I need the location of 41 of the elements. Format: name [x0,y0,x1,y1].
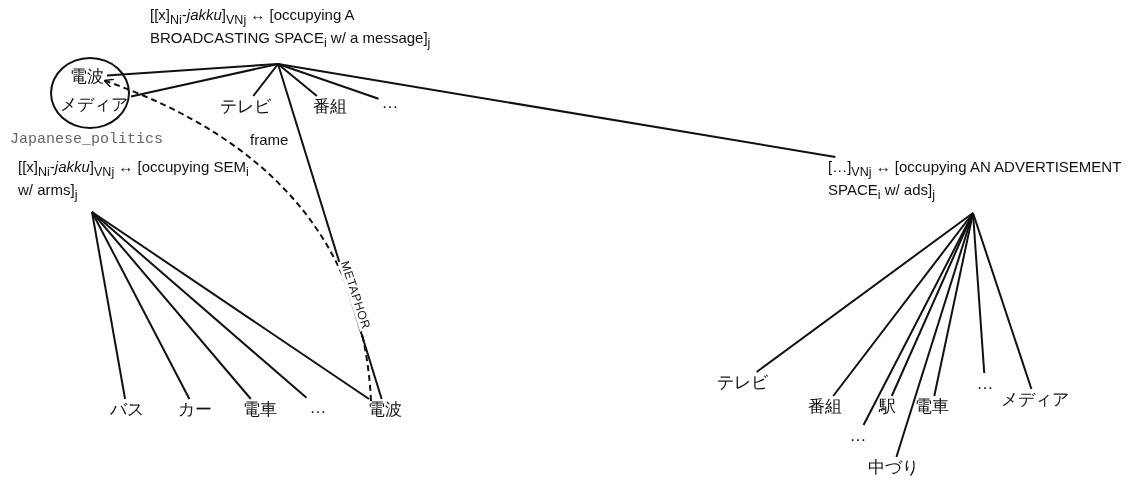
circle [50,57,130,129]
tree-line [972,212,986,374]
tree-line [972,212,1033,390]
tree-line [277,63,837,158]
dashed-arrow [103,78,372,402]
word-label: カー [178,400,212,420]
word-label: 番組 [808,397,842,417]
tree-line [895,212,974,458]
word-label: テレビ [219,97,271,117]
tree-line [91,211,308,399]
word-label: バス [110,400,144,420]
frame-label: frame [250,131,289,148]
tree-line [755,212,974,373]
construction-text: [[x]$_{Ni}$-jakku]$_{VNj}$ ↔ [occupying A BROADCASTING SPACE$_{i}$ w/ a message]$_{j}$ [150,6,455,52]
word-label: テレビ [716,373,768,393]
construction-text: [[x]$_{Ni}$-jakku]$_{VNj}$ ↔ [occupying SEM$_{i}$ w/ arms]$_{j}$ [18,158,263,204]
word-label: … [849,426,867,446]
word-label: … [976,374,994,394]
tree-line [91,211,252,400]
word-label: 電車 [915,397,949,417]
tree-line [130,63,279,98]
tree-line [277,63,318,97]
word-label: … [309,398,327,418]
word-label: 電車 [243,400,277,420]
tree-line [91,211,371,400]
word-label: 番組 [313,97,347,117]
frame-name: Japanese_politics [10,131,164,148]
word-label: 駅 [878,397,896,417]
word-label: 中づり [867,458,919,478]
tree-line [91,211,127,400]
word-label: … [381,93,399,113]
tree-line [832,212,974,397]
word-label: メディア [1001,390,1069,410]
tree-line [91,211,191,400]
word-label: 電波 [70,67,104,87]
construction-text: […]$_{VNj}$ ↔ [occupying AN ADVERTISEMENT SPACE$_{i}$ w/ ads]$_{j}$ [828,158,1126,204]
tree-line [277,63,380,100]
word-label: 電波 [368,400,402,420]
word-label: メディア [60,95,128,115]
tree-line [106,63,279,77]
tree-line [252,63,279,97]
